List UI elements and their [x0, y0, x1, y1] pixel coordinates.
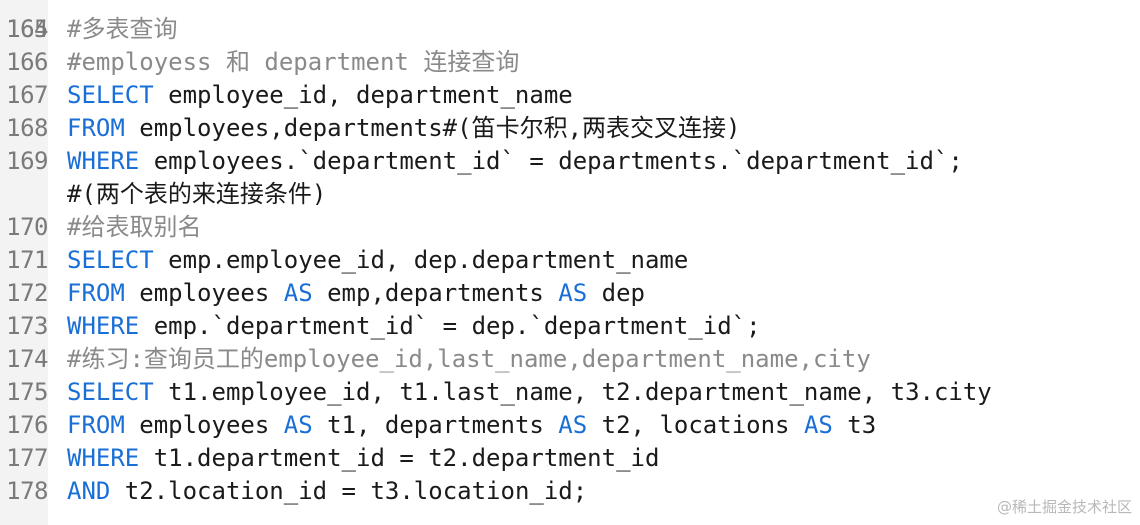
sql-text: emp.employee_id, dep.department_name	[153, 246, 689, 274]
code-text: #(两个表的来连接条件)	[67, 178, 326, 211]
sql-text: #(两个表的来连接条件)	[67, 180, 327, 208]
sql-text: employees	[124, 279, 284, 307]
sql-text: employees	[124, 411, 284, 439]
sql-keyword: FROM	[67, 411, 125, 439]
sql-text: employees,departments#(笛卡尔积,两表交叉连接)	[124, 114, 741, 142]
line-number: 167	[6, 81, 48, 109]
code-text: WHERE employees.`department_id` = depart…	[67, 145, 963, 178]
sql-keyword: AS	[283, 411, 313, 439]
sql-keyword: AS	[283, 279, 313, 307]
sql-text: t2.location_id = t3.location_id;	[110, 477, 588, 505]
line-number: 168	[6, 114, 48, 142]
line-number: 164	[6, 15, 48, 43]
line-number-gutter	[0, 0, 48, 525]
sql-comment: #练习:查询员工的employee_id,last_name,departmen…	[67, 345, 871, 373]
sql-text: t1, departments	[312, 411, 559, 439]
sql-keyword: SELECT	[67, 81, 154, 109]
line-number: 165	[6, 15, 48, 43]
code-text: AND t2.location_id = t3.location_id;	[67, 475, 587, 508]
code-text: #	[67, 48, 82, 76]
sql-keyword: AS	[803, 411, 833, 439]
sql-keyword: WHERE	[67, 444, 140, 472]
code-text: #给表取别名	[67, 211, 201, 244]
sql-text: employee_id, department_name	[153, 81, 573, 109]
code-text: SELECT t1.employee_id, t1.last_name, t2.…	[67, 376, 992, 409]
sql-keyword: AS	[558, 411, 588, 439]
sql-text: employees.`department_id` = departments.…	[139, 147, 963, 175]
sql-text: t1.employee_id, t1.last_name, t2.departm…	[153, 378, 992, 406]
sql-keyword: WHERE	[67, 312, 140, 340]
sql-text: t2, locations	[587, 411, 804, 439]
sql-keyword: SELECT	[67, 378, 154, 406]
code-text: #employess 和 department 连接查询	[67, 46, 519, 79]
sql-text: dep	[587, 279, 645, 307]
sql-keyword: AS	[558, 279, 588, 307]
sql-text: t1.department_id = t2.department_id	[139, 444, 660, 472]
code-text: FROM employees AS t1, departments AS t2,…	[67, 409, 876, 442]
code-text: #多表查询	[67, 13, 177, 46]
code-text: FROM employees,departments#(笛卡尔积,两表交叉连接)	[67, 112, 740, 145]
line-number: 173	[6, 312, 48, 340]
sql-text: t3	[832, 411, 877, 439]
code-text: FROM employees AS emp,departments AS dep	[67, 277, 645, 310]
line-number: 170	[6, 213, 48, 241]
sql-comment: #给表取别名	[67, 213, 202, 241]
line-number: 171	[6, 246, 48, 274]
code-text: #练习:查询员工的employee_id,last_name,departmen…	[67, 343, 871, 376]
code-text: WHERE t1.department_id = t2.department_i…	[67, 442, 659, 475]
sql-keyword: FROM	[67, 279, 125, 307]
sql-text: emp.`department_id` = dep.`department_id…	[139, 312, 761, 340]
watermark: @稀土掘金技术社区	[996, 498, 1132, 516]
sql-comment: #多表查询	[67, 15, 178, 43]
sql-keyword: WHERE	[67, 147, 140, 175]
code-text: SELECT employee_id, department_name	[67, 79, 573, 112]
line-number: 177	[6, 444, 48, 472]
line-number: 166	[6, 48, 48, 76]
sql-keyword: SELECT	[67, 246, 154, 274]
code-text: SELECT emp.employee_id, dep.department_n…	[67, 244, 688, 277]
line-number: 169	[6, 147, 48, 175]
line-number: 175	[6, 378, 48, 406]
line-number: 178	[6, 477, 48, 505]
sql-text: emp,departments	[312, 279, 559, 307]
sql-comment: #employess 和 department 连接查询	[67, 48, 520, 76]
code-text: WHERE emp.`department_id` = dep.`departm…	[67, 310, 761, 343]
line-number: 174	[6, 345, 48, 373]
line-number: 176	[6, 411, 48, 439]
line-number: 172	[6, 279, 48, 307]
sql-keyword: FROM	[67, 114, 125, 142]
code-line-partial: 164 #	[0, 0, 81, 76]
sql-keyword: AND	[67, 477, 111, 505]
